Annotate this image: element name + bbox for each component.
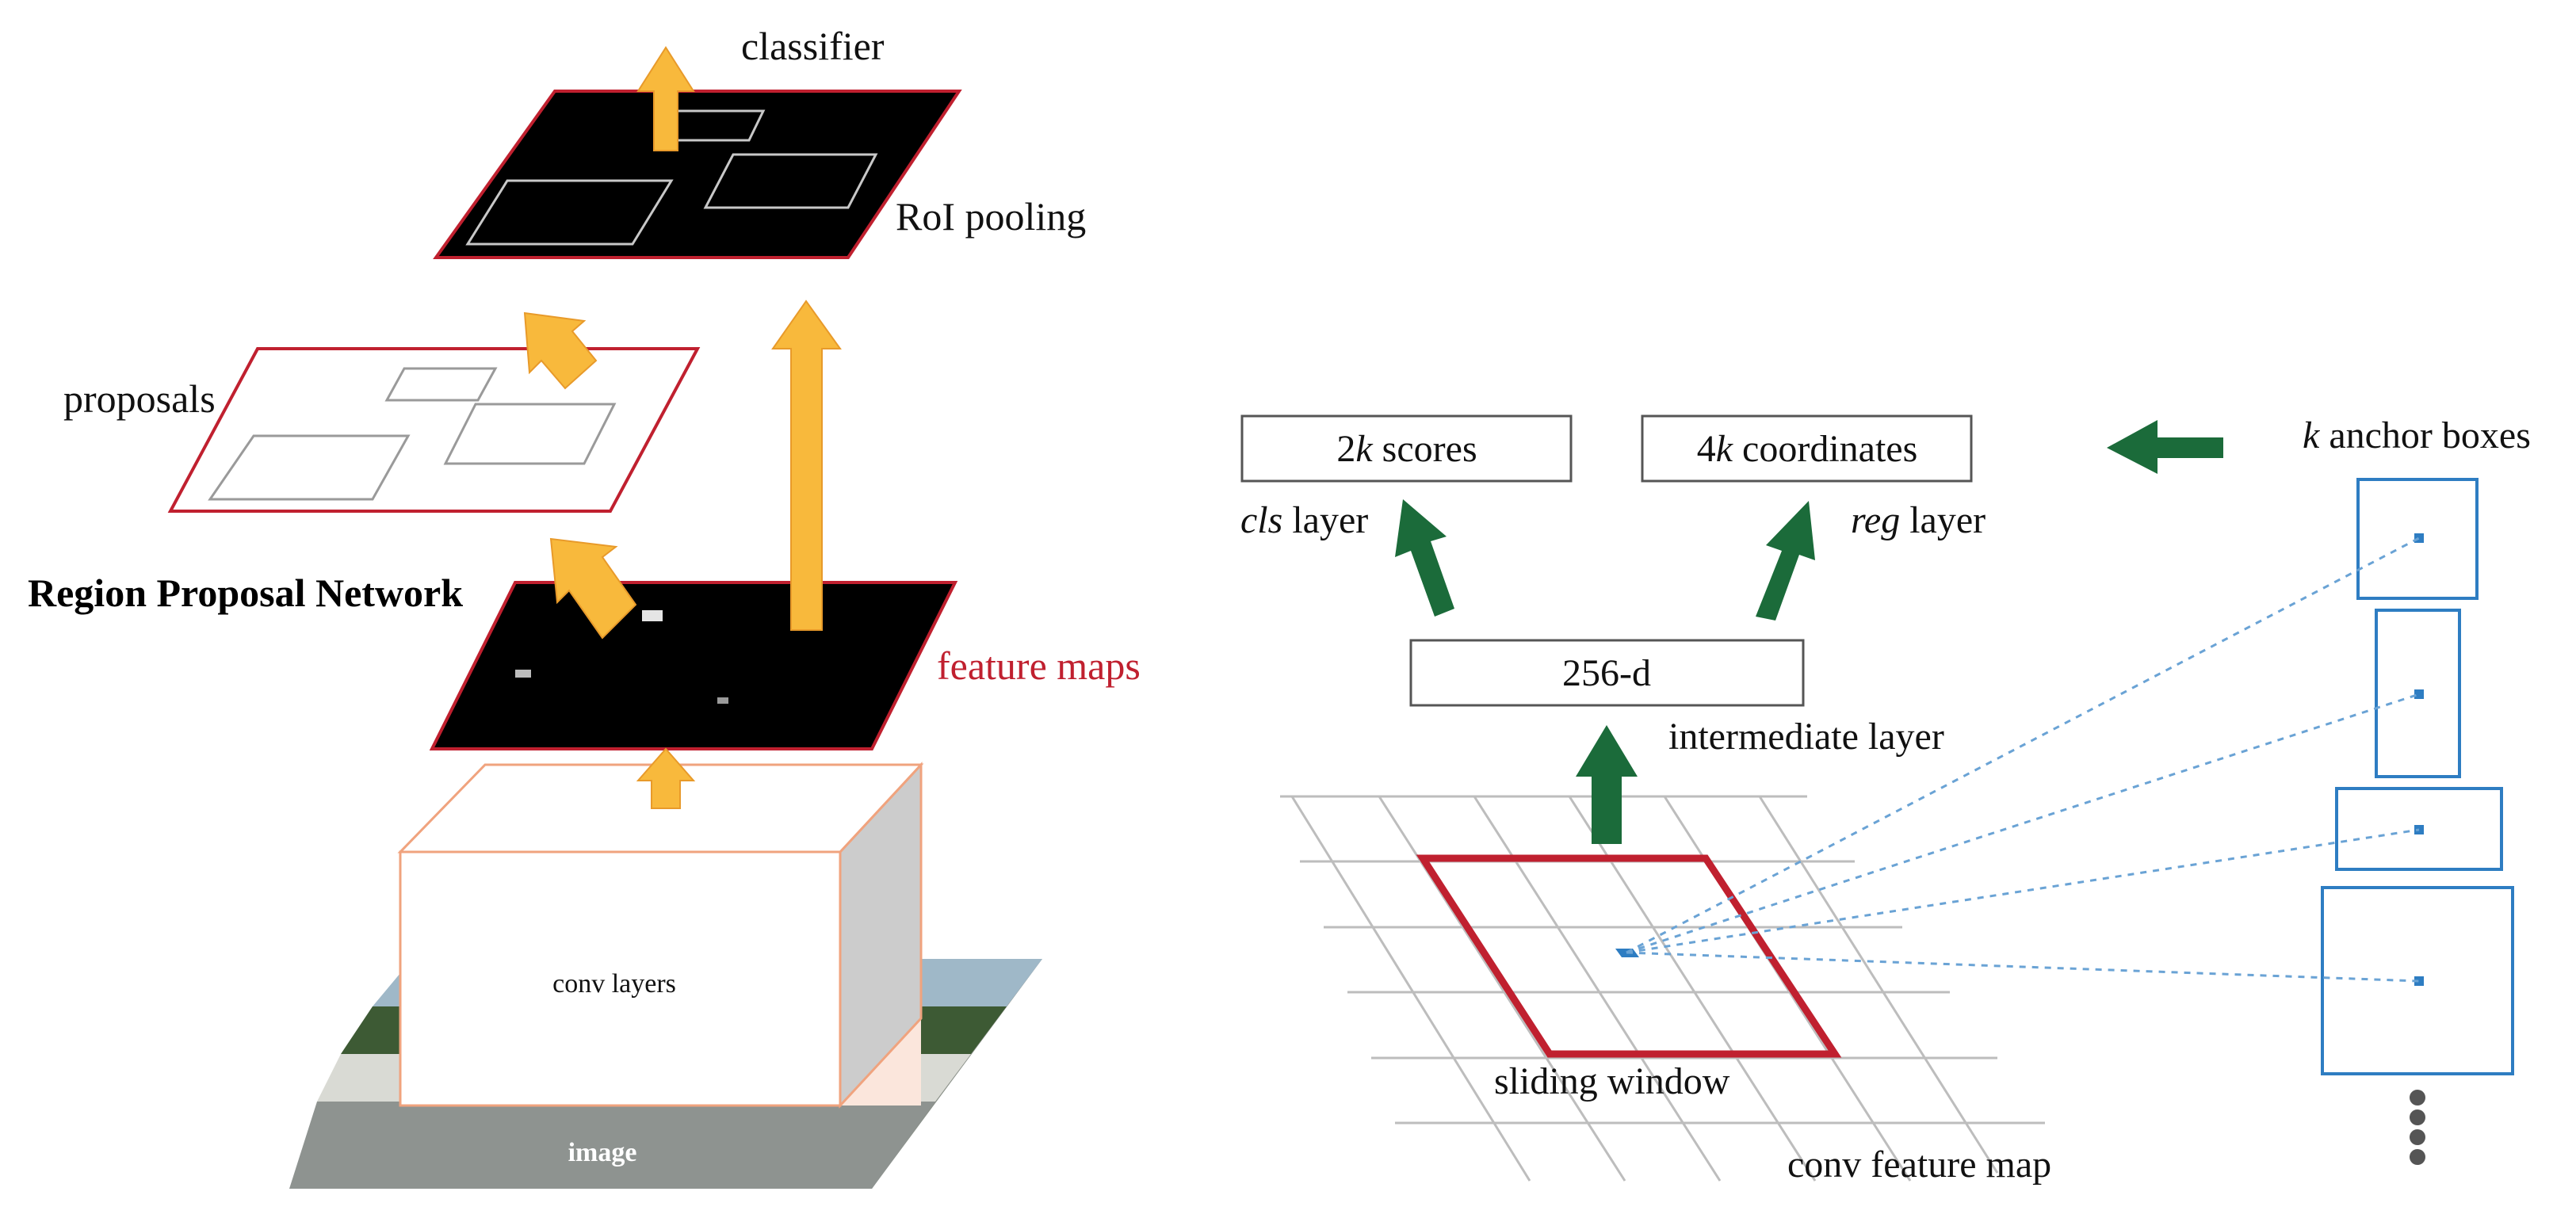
anchor-centers <box>2414 533 2424 986</box>
cls-layer-label: cls layer <box>1240 499 1368 541</box>
scores-box <box>1240 414 1573 483</box>
arrow-conv-to-features <box>636 747 696 809</box>
intermediate-layer-label: intermediate layer <box>1668 716 1944 758</box>
sliding-window-label: sliding window <box>1494 1060 1730 1102</box>
yellow-arrows <box>523 46 842 809</box>
feature-maps-label: feature maps <box>937 643 1141 688</box>
conv-layers-label: conv layers <box>552 969 676 999</box>
anchor-box-2 <box>2375 609 2461 778</box>
arrow-to-cls <box>1395 499 1454 617</box>
intermediate-box <box>1409 639 1805 707</box>
conv-feature-map-label: conv feature map <box>1787 1144 2051 1186</box>
arrow-anchors-to-boxes <box>2107 420 2223 474</box>
proposals-plane <box>167 347 701 513</box>
coordinates-box <box>1641 414 1973 483</box>
arrow-roi-to-classifier <box>636 46 695 151</box>
reg-layer-label: reg layer <box>1851 499 1986 541</box>
arrow-features-to-roi <box>771 300 842 631</box>
arrow-features-to-proposals <box>549 537 637 640</box>
proposals-label: proposals <box>63 376 216 421</box>
more-anchors-dots <box>2410 1090 2425 1165</box>
intermediate-box-label: 256-d <box>1562 652 1651 694</box>
anchor-box-4 <box>2321 886 2514 1075</box>
rpn-label: Region Proposal Network <box>28 571 463 615</box>
sliding-window <box>1416 854 1842 1058</box>
anchor-boxes <box>2321 478 2514 1075</box>
classifier-label: classifier <box>741 24 885 68</box>
anchor-boxes-label: k anchor boxes <box>2303 414 2531 456</box>
conv-layers-box: conv layers <box>397 762 924 1109</box>
arrow-window-to-intermediate <box>1576 725 1638 844</box>
anchor-box-1 <box>2356 478 2479 600</box>
arrow-to-reg <box>1756 501 1815 621</box>
coordinates-label: 4k coordinates <box>1697 428 1918 470</box>
anchor-connector-lines <box>1626 537 2420 983</box>
anchor-box-3 <box>2335 787 2503 871</box>
image-label: image <box>568 1138 637 1167</box>
roi-pooling-plane <box>433 90 962 259</box>
scores-label: 2k scores <box>1336 428 1477 470</box>
green-arrows <box>1395 420 2223 844</box>
feature-maps-plane <box>429 581 958 750</box>
roi-pooling-label: RoI pooling <box>896 194 1086 239</box>
arrow-proposals-to-roi <box>523 311 598 390</box>
